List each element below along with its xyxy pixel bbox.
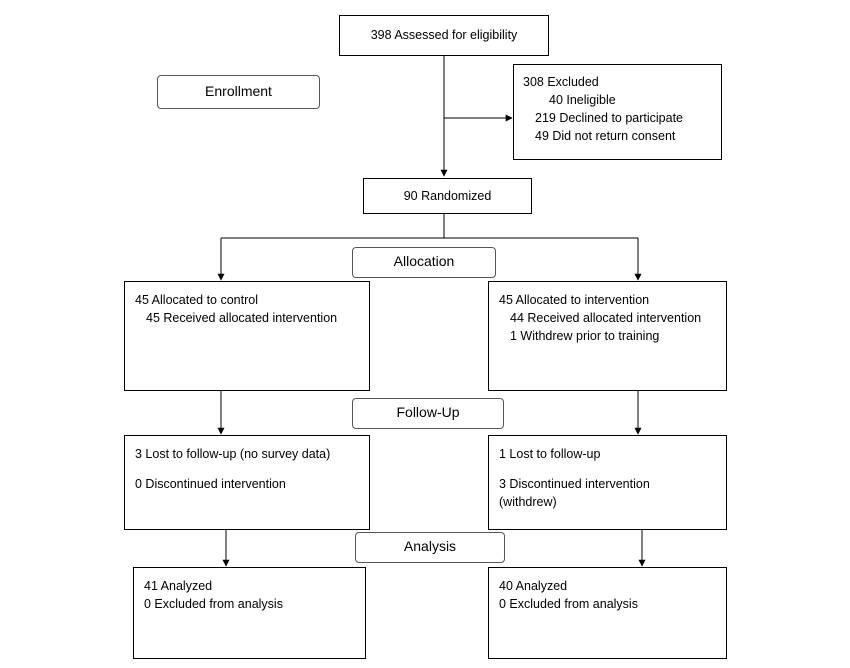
excluded-item: 219 Declined to participate: [535, 111, 684, 125]
stage-allocation: Allocation: [352, 247, 496, 278]
stage-enrollment: Enrollment: [157, 75, 320, 109]
intervention-withdrew: 1 Withdrew prior to training: [510, 329, 660, 343]
stage-allocation-label: Allocation: [393, 253, 455, 269]
intervention-analysis-box: 40 Analyzed 0 Excluded from analysis: [488, 567, 727, 659]
control-received: 45 Received allocated intervention: [146, 311, 338, 325]
control-followup-box: 3 Lost to follow-up (no survey data) 0 D…: [124, 435, 370, 530]
intervention-lost: 1 Lost to follow-up: [499, 447, 601, 461]
excluded-box: 308 Excluded 40 Ineligible 219 Declined …: [513, 64, 722, 160]
randomized-box: 90 Randomized: [363, 178, 532, 214]
control-analysis-box: 41 Analyzed 0 Excluded from analysis: [133, 567, 366, 659]
randomized-label: 90 Randomized: [403, 189, 492, 203]
intervention-allocation-box: 45 Allocated to intervention 44 Received…: [488, 281, 727, 391]
stage-enrollment-label: Enrollment: [205, 83, 272, 99]
intervention-allocated: 45 Allocated to intervention: [499, 293, 650, 307]
intervention-received: 44 Received allocated intervention: [510, 311, 702, 325]
control-lost: 3 Lost to follow-up (no survey data): [135, 447, 331, 461]
assessed-label: 398 Assessed for eligibility: [370, 28, 518, 42]
control-discontinued: 0 Discontinued intervention: [135, 477, 286, 491]
stage-analysis: Analysis: [355, 532, 505, 563]
intervention-discontinued-note: (withdrew): [499, 495, 557, 509]
intervention-followup-box: 1 Lost to follow-up 3 Discontinued inter…: [488, 435, 727, 530]
intervention-excluded: 0 Excluded from analysis: [499, 597, 638, 611]
control-allocated: 45 Allocated to control: [135, 293, 258, 307]
control-analyzed: 41 Analyzed: [144, 579, 213, 593]
assessed-box: 398 Assessed for eligibility: [339, 15, 549, 56]
stage-followup: Follow-Up: [352, 398, 504, 429]
control-excluded: 0 Excluded from analysis: [144, 597, 283, 611]
excluded-item: 40 Ineligible: [549, 93, 616, 107]
intervention-analyzed: 40 Analyzed: [499, 579, 568, 593]
excluded-title: 308 Excluded: [523, 75, 599, 89]
stage-followup-label: Follow-Up: [396, 404, 460, 420]
excluded-item: 49 Did not return consent: [535, 129, 676, 143]
intervention-discontinued: 3 Discontinued intervention: [499, 477, 650, 491]
control-allocation-box: 45 Allocated to control 45 Received allo…: [124, 281, 370, 391]
stage-analysis-label: Analysis: [403, 538, 457, 554]
